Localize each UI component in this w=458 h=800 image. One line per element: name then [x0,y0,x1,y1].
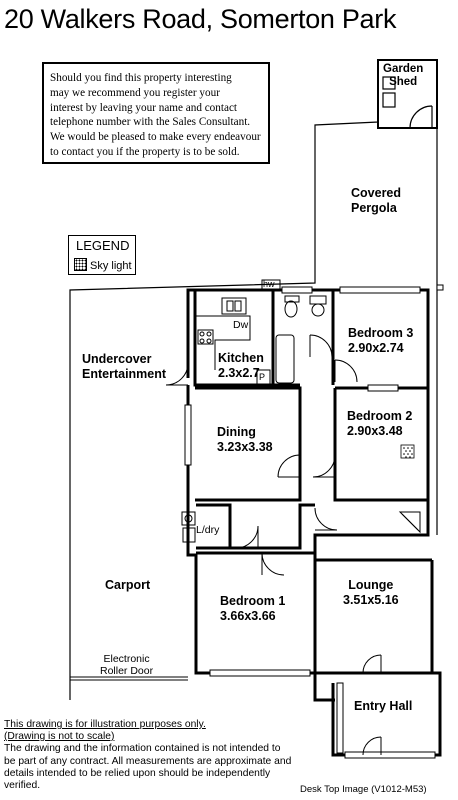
skylight-marker [400,444,415,459]
notice-box: Should you find this property interestin… [42,62,270,164]
window [281,286,313,294]
pantry-label: P [259,372,266,382]
shed-fixture [382,76,396,90]
page-title: 20 Walkers Road, Somerton Park [4,4,397,34]
door-swing [309,334,333,358]
window [367,384,399,392]
door-swing [261,552,285,576]
interior-wall [230,503,315,550]
kitchen-bench [195,315,251,370]
garden-shed [377,59,438,129]
window [339,286,421,294]
house-wall [331,560,442,757]
window [184,404,192,466]
door-swing [362,654,382,674]
interior-wall [193,290,300,387]
interior-wall [196,503,232,550]
footer-reference: Desk Top Image (V1012-M53) [300,784,427,795]
notice-line: to contact you if the property is to be … [50,145,240,158]
laundry-tub [181,511,196,526]
disclaimer-line2: (Drawing is not to scale) [4,731,115,743]
toilet-cistern [309,295,327,305]
legend-title: LEGEND [76,238,130,253]
house-wall [186,385,335,702]
notice-line: telephone number with the Sales Consulta… [50,116,251,129]
door-swing [314,507,338,531]
bath [275,334,295,384]
door-swing [165,362,189,386]
shed-door-swing [409,105,433,129]
laundry-label: L/dry [196,524,220,536]
interior-wall [195,386,302,502]
kitchen-sink [221,297,247,315]
front-door-swing [362,736,382,756]
toilet [311,303,325,317]
washer [182,527,196,543]
door-swing [312,454,336,478]
interior-wall [196,551,317,673]
vanity [284,300,298,318]
notice-line: Should you find this property interestin… [50,72,232,84]
legend: LEGEND Sky light [68,235,136,275]
dishwasher-label: Dw [233,319,249,331]
entry-hall-label: Entry Hall [354,699,413,713]
door-swing [235,525,259,549]
disclaimer-line1: This drawing is for illustration purpose… [4,719,206,730]
hw-label: hw [263,279,275,289]
skylight-icon [74,258,87,271]
door-swing [334,359,358,383]
pantry [256,369,271,385]
hot-water-service [261,279,281,291]
window [344,751,436,759]
legend-item: Sky light [74,258,132,272]
notice-line: We would be pleased to make every endeav… [50,131,261,144]
carport-label: Carport [105,578,151,592]
door-swing [277,454,301,478]
disclaimer: This drawing is for illustration purpose… [4,719,294,792]
shed-fixture [382,92,396,108]
notice-line: may we recommend you register your [50,86,220,99]
disclaimer-body: The drawing and the information containe… [4,743,292,792]
window [209,669,311,677]
window [336,682,344,754]
notice-line: interest by leaving your name and contac… [50,101,238,114]
interior-wall [333,388,428,502]
stove [197,329,214,345]
